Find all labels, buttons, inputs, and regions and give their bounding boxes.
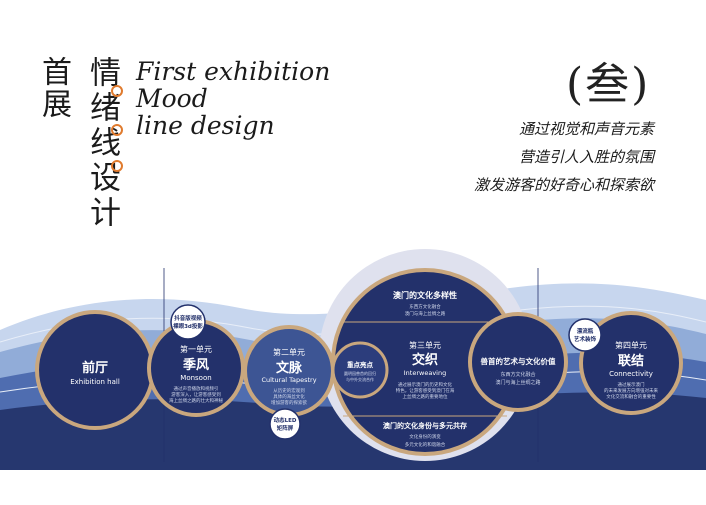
orange-ring-icon: [111, 85, 123, 97]
orange-ring-icon: [111, 124, 123, 136]
unit3-title: 交织: [412, 352, 438, 368]
unit3-label: 第三单元: [409, 340, 441, 350]
node-art-value: 兽首的艺术与文化价值 东西方文化融合 澳门与海上丝绸之路: [468, 312, 568, 412]
badge-art-line: 艺术装饰: [574, 335, 597, 343]
focus-body: 与中外交流合作: [346, 376, 374, 382]
unit3-body: 特色，让游客感受到澳门在海: [396, 387, 455, 394]
unit3-body: 通过展示澳门的历史和文化: [398, 381, 452, 388]
unit4-subtitle: Connectivity: [609, 370, 653, 378]
badge-led-line: 矩阵屏: [277, 424, 294, 432]
node-unit1: 第一单元 季风 Monsoon 通过声音播放和视频引 游客深入，让游客感受到 海…: [147, 319, 245, 417]
unit2-body: 具体的海丝文化: [273, 393, 305, 400]
unit1-body: 海上丝绸之路的壮大和神秘: [169, 397, 223, 404]
unit1-subtitle: Monsoon: [180, 374, 211, 382]
art-body: 澳门与海上丝绸之路: [495, 379, 540, 386]
unit4-label: 第四单元: [615, 340, 647, 350]
unit4-body: 的未来发展方向增强对未来: [604, 387, 658, 394]
unit4-body: 文化交流和融合的重要性: [606, 393, 656, 400]
badge-vr-line: 抖音版视频: [174, 314, 202, 322]
badge-vr-projection: 抖音版视频 裸眼3d投影: [170, 304, 206, 340]
badge-vr-line: 裸眼3d投影: [173, 322, 203, 330]
unit2-body: 从历史的宏观到: [273, 387, 305, 394]
orange-ring-icon: [111, 160, 123, 172]
title-chinese-exhibition: 首展: [36, 56, 71, 120]
unit2-label: 第二单元: [273, 347, 305, 357]
badge-led-matrix: 动态LED 矩阵屏: [269, 408, 301, 440]
unit1-title: 季风: [182, 357, 209, 373]
tagline-1: 通过视觉和声音元素: [518, 120, 654, 138]
node-unit2: 第二单元 文脉 Cultural Tapestry 从历史的宏观到 具体的海丝文…: [243, 325, 335, 417]
unit4-title: 联结: [618, 353, 644, 369]
node-lobby: 前厅 Exhibition hall: [35, 310, 155, 430]
focus-body: 圆明园兽首的回归: [344, 370, 376, 376]
unit2-subtitle: Cultural Tapestry: [261, 376, 316, 384]
focus-title: 重点亮点: [347, 360, 374, 369]
unit3-top-body: 澳门与海上丝绸之路: [405, 310, 446, 317]
badge-art-installation: 漂流瓶 艺术装饰: [568, 318, 602, 352]
unit3-top-body: 东西方文化融合: [409, 303, 441, 310]
unit3-bottom-body: 多元文化的和谐融合: [405, 441, 446, 448]
section-number: (叁): [566, 59, 651, 110]
art-body: 东西方文化融合: [500, 371, 535, 378]
badge-led-line: 动态LED: [274, 416, 297, 424]
badge-art-line: 漂流瓶: [577, 327, 594, 335]
tagline-3: 激发游客的好奇心和探索欲: [473, 176, 654, 194]
node-focus: 重点亮点 圆明园兽首的回归 与中外交流合作: [331, 341, 389, 399]
unit1-label: 第一单元: [180, 344, 212, 354]
unit3-body: 上丝绸之路的重要地位: [403, 393, 448, 400]
unit3-subtitle: Interweaving: [404, 369, 446, 377]
lobby-subtitle: Exhibition hall: [70, 378, 120, 386]
lobby-title: 前厅: [82, 360, 108, 376]
unit3-top-title: 澳门的文化多样性: [393, 290, 457, 300]
unit3-bottom-title: 澳门的文化身份与多元共存: [383, 421, 467, 430]
art-title: 兽首的艺术与文化价值: [481, 356, 556, 366]
title-english: First exhibition Mood line design: [136, 57, 331, 140]
unit1-body: 通过声音播放和视频引: [174, 385, 219, 392]
unit3-bottom-body: 文化身份的演变: [409, 433, 441, 440]
unit1-body: 游客深入，让游客感受到: [171, 391, 221, 398]
tagline-2: 营造引人入胜的氛围: [518, 148, 654, 166]
unit2-body: 增加游客的探索欲: [271, 399, 307, 406]
node-unit4: 第四单元 联结 Connectivity 通过展示澳门 的未来发展方向增强对未来…: [579, 311, 683, 415]
unit2-title: 文脉: [276, 360, 303, 376]
unit4-body: 通过展示澳门: [618, 381, 645, 388]
